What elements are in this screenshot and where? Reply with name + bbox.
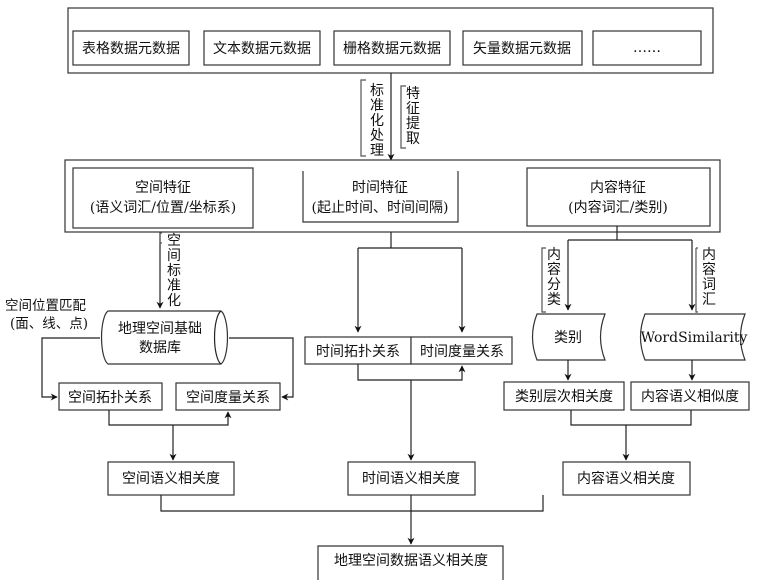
spatial-topology-box: 空间拓扑关系 xyxy=(58,382,163,411)
label-feature-extract: 特 征 提 取 xyxy=(406,86,420,147)
label-spatial-match-line2: (面、线、点) xyxy=(10,316,88,332)
vertical-char: 内 xyxy=(702,247,716,263)
temporal-metric-box: 时间度量关系 xyxy=(410,336,513,365)
vertical-char: 标 xyxy=(167,263,181,279)
bracket-spatial-standardize xyxy=(159,232,162,244)
feature-box-spatial: 空间特征 (语义词汇/位置/坐标系) xyxy=(72,167,254,229)
semantic-similarity-label: 内容语义相似度 xyxy=(641,388,739,405)
category-store-shape: 类别 xyxy=(531,313,606,361)
vertical-char: 化 xyxy=(167,293,181,309)
vertical-char: 特 xyxy=(406,86,420,102)
arrow-db-to-spatial-topology xyxy=(41,337,100,401)
content-relevance-label: 内容语义相关度 xyxy=(577,470,675,487)
temporal-relevance-label: 时间语义相关度 xyxy=(362,471,460,487)
metadata-box-more: …… xyxy=(592,30,702,66)
vertical-char: 准 xyxy=(167,278,181,294)
vertical-char: 理 xyxy=(370,143,384,159)
word-store-shape: WordSimilarity xyxy=(639,313,748,361)
feature-box-content: 内容特征 (内容词汇/类别) xyxy=(526,167,711,227)
vertical-char: 取 xyxy=(406,131,420,147)
connector-spatial-relations xyxy=(108,410,232,426)
label-content-classify: 内 容 分 类 xyxy=(547,247,561,308)
metadata-box-text: 文本数据元数据 xyxy=(203,30,321,66)
category-store-label: 类别 xyxy=(554,330,582,346)
metadata-label: …… xyxy=(633,40,661,56)
label-standardize: 标 准 化 处 理 xyxy=(370,83,384,159)
feature-box-temporal: 时间特征 (起止时间、时间间隔) xyxy=(302,171,459,223)
final-output-label: 地理空间数据语义相关度 xyxy=(334,553,488,569)
temporal-topology-label: 时间拓扑关系 xyxy=(316,344,400,360)
final-output-box: 地理空间数据语义相关度 xyxy=(317,545,504,580)
temporal-topology-box: 时间拓扑关系 xyxy=(304,336,412,365)
metadata-box-raster: 栅格数据元数据 xyxy=(333,30,451,66)
category-relevance-label: 类别层次相关度 xyxy=(515,389,613,405)
vertical-char: 标 xyxy=(370,83,384,99)
label-content-vocab: 内 容 词 汇 xyxy=(702,247,716,308)
semantic-similarity-box: 内容语义相似度 xyxy=(630,381,750,411)
connector-content-relations xyxy=(570,410,692,426)
spatial-database-cylinder: 地理空间基础 数据库 xyxy=(100,310,229,365)
bracket-content-vocab xyxy=(695,247,698,313)
vertical-char: 容 xyxy=(547,261,561,278)
bracket-feature-extract xyxy=(400,85,406,149)
feature-detail: (起止时间、时间间隔) xyxy=(312,200,449,216)
vertical-char: 汇 xyxy=(702,292,716,308)
word-store-label: WordSimilarity xyxy=(641,330,748,346)
spatial-metric-label: 空间度量关系 xyxy=(186,390,270,406)
vertical-char: 内 xyxy=(547,247,561,263)
arrow-db-to-spatial-metric xyxy=(229,337,294,401)
metadata-box-table: 表格数据元数据 xyxy=(72,30,190,66)
metadata-label: 文本数据元数据 xyxy=(213,41,311,57)
label-spatial-standardize: 空 间 标 准 化 xyxy=(167,233,181,309)
vertical-char: 提 xyxy=(406,116,420,132)
feature-detail: (语义词汇/位置/坐标系) xyxy=(90,200,236,216)
metadata-label: 矢量数据元数据 xyxy=(473,41,571,57)
feature-title: 空间特征 xyxy=(135,180,191,196)
spatial-topology-label: 空间拓扑关系 xyxy=(68,390,152,406)
metadata-label: 表格数据元数据 xyxy=(82,41,180,57)
vertical-char: 类 xyxy=(547,292,561,308)
bracket-content-classify xyxy=(541,247,546,313)
vertical-char: 征 xyxy=(406,101,420,117)
vertical-char: 化 xyxy=(370,113,384,129)
vertical-char: 准 xyxy=(370,98,384,114)
spatial-metric-box: 空间度量关系 xyxy=(175,382,281,411)
feature-title: 内容特征 xyxy=(590,179,646,196)
vertical-char: 容 xyxy=(702,261,716,278)
feature-container xyxy=(64,159,721,233)
connector-merge xyxy=(160,495,544,512)
vertical-char: 词 xyxy=(702,277,716,293)
connector-temporal-relations xyxy=(357,364,466,381)
temporal-relevance-box: 时间语义相关度 xyxy=(347,461,476,496)
metadata-label: 栅格数据元数据 xyxy=(343,41,441,57)
vertical-char: 空 xyxy=(167,233,181,249)
category-relevance-box: 类别层次相关度 xyxy=(503,381,625,411)
vertical-char: 分 xyxy=(547,277,561,293)
vertical-char: 处 xyxy=(370,128,384,144)
temporal-metric-label: 时间度量关系 xyxy=(420,344,504,360)
database-label-line2: 数据库 xyxy=(139,340,181,356)
vertical-char: 间 xyxy=(167,248,181,264)
feature-title: 时间特征 xyxy=(352,180,408,196)
label-spatial-match-line1: 空间位置匹配 xyxy=(5,298,86,314)
spatial-relevance-box: 空间语义相关度 xyxy=(107,461,235,496)
content-relevance-box: 内容语义相关度 xyxy=(562,461,691,496)
database-label-line1: 地理空间基础 xyxy=(118,320,202,337)
metadata-box-vector: 矢量数据元数据 xyxy=(462,30,583,66)
bracket-standardize xyxy=(360,79,366,157)
spatial-relevance-label: 空间语义相关度 xyxy=(122,471,220,487)
feature-detail: (内容词汇/类别) xyxy=(568,199,668,216)
